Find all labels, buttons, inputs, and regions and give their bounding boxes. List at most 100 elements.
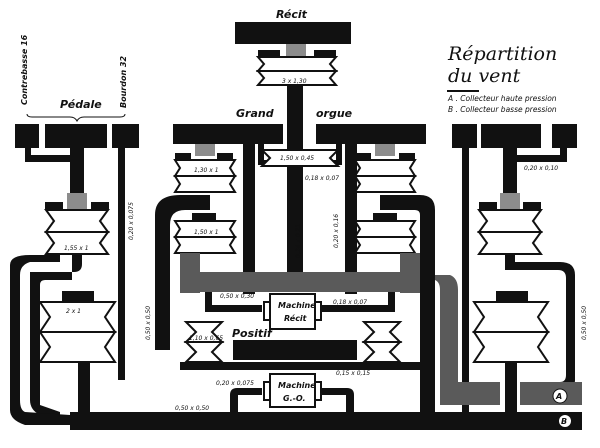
size-machine-go-left: 0,20 x 0,075 (216, 380, 254, 387)
machine-flange (314, 301, 322, 321)
size-pedale-top: 1,55 x 1 (64, 245, 89, 252)
reservoir-pedale-bottom (38, 301, 117, 363)
duct-go-left (243, 144, 255, 294)
windchest-contrebasse-1 (15, 124, 39, 148)
spring-recit (286, 44, 306, 56)
label-contrebasse: Contrebasse 16 (20, 34, 29, 105)
machine-flange (263, 381, 271, 401)
size-pedale-bottom: 2 x 1 (66, 308, 81, 315)
label-pedale: Pédale (60, 98, 102, 111)
size-right-vertical: 0,50 x 0,50 (581, 306, 588, 340)
spring-right (500, 193, 520, 209)
size-machine-go-right: 0,15 x 0,15 (336, 370, 370, 377)
size-positif: 1,10 x 0,65 (189, 335, 223, 342)
reservoir-cap (192, 213, 216, 220)
windchest-go-right (316, 124, 426, 144)
reservoir-go-center (259, 149, 341, 167)
size-pedale-vertical-2: 0,50 x 0,50 (145, 306, 152, 340)
duct-machine-go-right (322, 388, 354, 412)
duct-pedale-bottom (78, 362, 90, 412)
size-go-left-top: 1,30 x 1 (194, 167, 219, 174)
reservoir-cap (258, 50, 280, 57)
duct-right-outer (505, 254, 575, 390)
reservoir-go-left-top (173, 159, 237, 193)
machine-go-line1: Machine (278, 381, 316, 390)
machine-flange (263, 301, 271, 321)
reservoir-positif-left (183, 321, 225, 363)
reservoir-cap (523, 202, 541, 209)
spring-go-right (375, 144, 395, 156)
duct-machine-go-left (230, 388, 262, 412)
duct-go-right (345, 144, 357, 294)
duct-go-right-outer (380, 195, 435, 420)
size-pedale-vertical-1: 0,20 x 0,075 (128, 202, 135, 240)
size-recit-trunk: 0,24 x 0,21 (295, 224, 302, 258)
windchest-pedale (45, 124, 107, 148)
machine-flange (314, 381, 322, 401)
reservoir-cap (373, 213, 397, 220)
size-machine-recit-right: 0,18 x 0,07 (333, 299, 367, 306)
collector-a-marker: A (552, 388, 568, 404)
reservoir-cap (355, 153, 371, 159)
windchest-go-left (173, 124, 283, 144)
machine-go (269, 373, 316, 408)
duct-contrebasse (25, 148, 75, 162)
machine-recit-line1: Machine (278, 301, 316, 310)
reservoir-cap (217, 153, 233, 159)
size-right-top: 0,20 x 0,10 (524, 165, 558, 172)
collector-b-label: B (561, 417, 567, 426)
size-recit: 3 x 1,30 (282, 78, 307, 85)
reservoir-pedale-top (44, 209, 110, 255)
reservoir-right-top (477, 209, 543, 255)
windchest-right-2 (481, 124, 541, 148)
duct-pedale-left (30, 254, 82, 420)
spring-go-left (195, 144, 215, 156)
size-bottom-left: 0,50 x 0,50 (175, 405, 209, 412)
duct-right-trunk (503, 148, 517, 196)
duct-pedale-trunk (70, 148, 84, 196)
label-bourdon: Bourdon 32 (119, 55, 128, 108)
duct-bourdon (118, 148, 125, 380)
reservoir-go-right-bottom (353, 220, 417, 254)
duct-machine-recit-left (205, 292, 262, 312)
collector-go (180, 272, 420, 292)
reservoir-cap (314, 50, 336, 57)
collector-a-right (520, 382, 582, 405)
spring-pedale (67, 193, 87, 209)
label-positif: Positif (232, 327, 273, 340)
label-orgue: orgue (316, 107, 353, 120)
reservoir-go-right-top (353, 159, 417, 193)
collector-a-left (435, 275, 500, 405)
duct-right-vertical (462, 148, 469, 418)
duct-right-top (517, 148, 567, 162)
reservoir-cap (496, 291, 528, 302)
size-go-center: 1,50 x 0,45 (280, 155, 314, 162)
label-grand: Grand (236, 107, 274, 120)
reservoir-go-left-bottom (173, 220, 237, 254)
windchest-positif (233, 340, 357, 360)
reservoir-cap (479, 202, 497, 209)
collector-b (70, 412, 582, 430)
title-line1: Répartition (447, 43, 557, 65)
reservoir-cap (45, 202, 63, 209)
duct-machine-recit-right (322, 292, 395, 312)
machine-go-line2: G.-O. (283, 394, 306, 403)
machine-recit-line2: Récit (284, 313, 308, 323)
windchest-right-1 (452, 124, 477, 148)
reservoir-cap (175, 153, 191, 159)
reservoir-right-bottom (472, 301, 550, 363)
duct-right-bottom (505, 362, 517, 417)
windchest-recit (235, 22, 351, 44)
windchest-right-3 (552, 124, 577, 148)
legend-item-b: B . Collecteur basse pression (448, 105, 557, 114)
collector-b-marker: B (559, 415, 571, 427)
reservoir-cap (62, 291, 94, 302)
duct-go-left-outer (155, 195, 210, 350)
title-line2: du vent (448, 65, 521, 87)
reservoir-positif-right (361, 321, 403, 363)
size-machine-recit-left: 0,50 x 0,30 (220, 293, 254, 300)
reservoir-recit (255, 56, 339, 86)
duct-recit-trunk (287, 85, 303, 285)
duct-positif-base (180, 362, 420, 370)
